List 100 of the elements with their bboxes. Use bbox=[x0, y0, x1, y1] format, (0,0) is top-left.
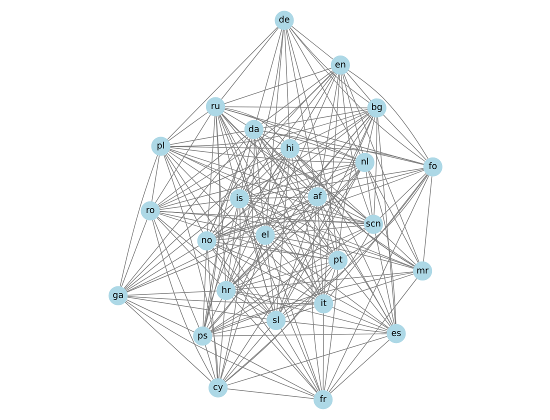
connector bbox=[258, 136, 392, 326]
connector bbox=[254, 138, 264, 226]
connector bbox=[321, 204, 392, 326]
node-circle: de bbox=[274, 10, 294, 30]
connector bbox=[120, 219, 147, 288]
connector bbox=[247, 202, 414, 268]
connector bbox=[158, 152, 282, 208]
connector bbox=[215, 236, 256, 240]
connector bbox=[324, 200, 366, 221]
connector bbox=[220, 113, 310, 192]
connector bbox=[267, 244, 320, 392]
connector bbox=[298, 150, 356, 162]
connector bbox=[374, 232, 394, 325]
connector bbox=[214, 220, 364, 238]
connector bbox=[203, 138, 250, 328]
connector bbox=[296, 154, 366, 218]
connector bbox=[214, 244, 388, 330]
connector bbox=[324, 168, 358, 192]
connector bbox=[168, 150, 331, 255]
connector bbox=[322, 312, 324, 390]
connector bbox=[126, 296, 267, 320]
connector bbox=[382, 114, 426, 161]
connector bbox=[367, 170, 396, 325]
connector bbox=[232, 203, 311, 284]
connector bbox=[211, 333, 387, 336]
connector bbox=[242, 207, 320, 392]
connector bbox=[168, 112, 208, 142]
connector bbox=[262, 130, 356, 160]
connector bbox=[342, 267, 390, 327]
connector bbox=[295, 155, 414, 267]
connector bbox=[153, 219, 199, 328]
connector bbox=[224, 106, 368, 108]
connector bbox=[214, 245, 316, 300]
connector bbox=[245, 154, 284, 193]
node-circle: nl bbox=[354, 152, 374, 172]
node-circle: fr bbox=[313, 390, 332, 410]
node-circle: cy bbox=[208, 378, 228, 398]
node-circle: it bbox=[314, 294, 333, 314]
connector bbox=[214, 200, 309, 238]
connector bbox=[206, 250, 218, 380]
node-circle: af bbox=[307, 187, 326, 206]
connector bbox=[240, 138, 252, 190]
connector bbox=[228, 138, 254, 282]
connector bbox=[234, 291, 314, 303]
connector bbox=[365, 171, 372, 216]
connector bbox=[311, 206, 322, 391]
connector bbox=[217, 115, 237, 190]
connector bbox=[262, 130, 424, 166]
connector bbox=[210, 138, 250, 232]
connector bbox=[232, 114, 370, 285]
connector bbox=[241, 207, 274, 312]
connector bbox=[288, 28, 360, 155]
node-circle: da bbox=[244, 120, 263, 140]
connector bbox=[226, 388, 314, 399]
connector bbox=[260, 136, 414, 267]
connector bbox=[164, 154, 203, 233]
connector bbox=[332, 274, 414, 302]
connector bbox=[294, 72, 336, 141]
connector bbox=[280, 170, 360, 313]
connector bbox=[379, 230, 416, 265]
connector bbox=[158, 164, 356, 209]
connector bbox=[204, 344, 216, 380]
connector bbox=[286, 28, 337, 252]
connector bbox=[124, 204, 232, 290]
connector bbox=[212, 206, 234, 234]
connector bbox=[347, 70, 428, 160]
connector bbox=[222, 170, 360, 380]
connector bbox=[318, 74, 339, 188]
connector bbox=[169, 147, 356, 163]
connector bbox=[208, 204, 312, 330]
connector bbox=[322, 115, 372, 190]
connector bbox=[223, 68, 332, 104]
connector bbox=[234, 228, 365, 288]
connector bbox=[248, 200, 364, 223]
connector bbox=[220, 208, 240, 380]
connector bbox=[340, 74, 370, 216]
connector bbox=[124, 153, 282, 290]
connector bbox=[326, 268, 335, 296]
connector bbox=[298, 111, 368, 146]
connector bbox=[229, 156, 286, 282]
connector bbox=[168, 150, 364, 222]
connector bbox=[266, 244, 275, 312]
connector bbox=[224, 268, 332, 382]
connector bbox=[342, 73, 419, 263]
node-circle: ro bbox=[140, 201, 160, 220]
connector bbox=[168, 148, 309, 194]
connector bbox=[285, 29, 316, 188]
connector bbox=[213, 113, 370, 236]
connector bbox=[226, 336, 388, 386]
node-circle: mr bbox=[412, 261, 432, 281]
connector bbox=[158, 72, 334, 206]
connector bbox=[158, 212, 256, 234]
node-circle: el bbox=[255, 226, 274, 245]
connector bbox=[215, 242, 329, 260]
connector bbox=[282, 174, 428, 316]
connector bbox=[214, 156, 285, 236]
connector bbox=[218, 300, 226, 379]
connector bbox=[379, 173, 426, 218]
connector bbox=[270, 114, 370, 229]
connector bbox=[158, 213, 329, 260]
